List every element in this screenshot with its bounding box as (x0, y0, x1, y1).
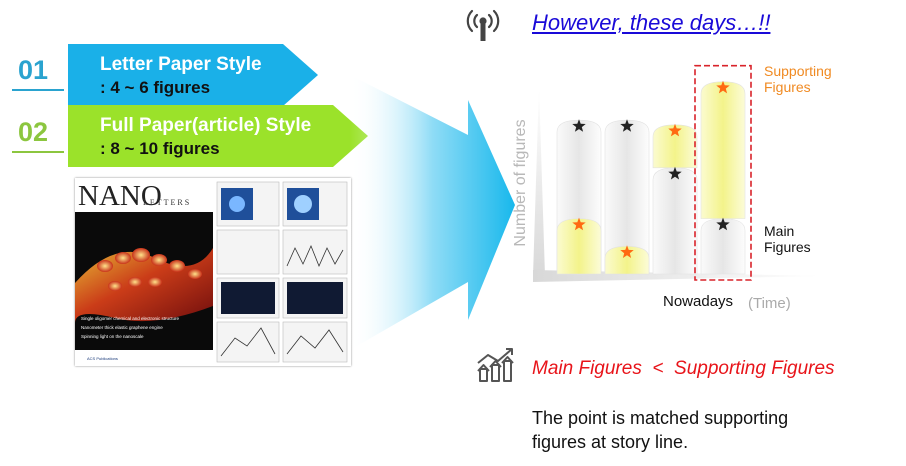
figures-chart: Number of figures Nowadays (Time) (512, 64, 825, 312)
comparison-text: Main Figures < Supporting Figures (532, 358, 835, 379)
cover-masthead: NANO (78, 180, 162, 212)
letter-style-banner: Letter Paper Style : 4 ~ 6 figures (68, 44, 318, 106)
supporting-figures-star (572, 217, 586, 231)
x-axis-label: Nowadays (663, 293, 733, 310)
journal-cover-image: NANO LETTERS Single oligomer chemical an… (75, 178, 351, 366)
full-style-banner: Full Paper(article) Style : 8 ~ 10 figur… (68, 105, 368, 167)
main-figures-star (716, 217, 730, 231)
supporting-figures-star (716, 80, 730, 94)
conclusion-text: The point is matched supporting figures … (532, 408, 789, 452)
style-number-1-underline (12, 89, 64, 91)
main-figures-star (668, 166, 682, 180)
main-figures-star (620, 119, 634, 132)
bar-main-figures (652, 167, 698, 275)
x-axis-time-label: (Time) (748, 295, 791, 312)
style-number-2: 02 (18, 117, 49, 147)
style-number-2-underline (12, 151, 64, 153)
supporting-figures-star (668, 123, 682, 137)
full-style-figures: : 8 ~ 10 figures (100, 139, 220, 158)
journal-cover-graphic: NANO LETTERS Single oligomer chemical an… (75, 178, 348, 366)
growth-chart-icon (477, 348, 514, 382)
y-axis-label: Number of figures (512, 119, 529, 246)
highlight-box (694, 64, 752, 281)
transition-arrow (350, 75, 515, 350)
full-style-title: Full Paper(article) Style (100, 115, 312, 136)
style-number-1: 01 (18, 55, 49, 85)
main-figures-star (572, 119, 586, 132)
letter-style-figures: : 4 ~ 6 figures (100, 78, 211, 97)
cover-masthead-suffix: LETTERS (143, 198, 191, 207)
heading-text: However, these days…!! (532, 10, 771, 35)
legend-supporting-figures: Supporting Figures (764, 63, 832, 95)
cover-line-1: Single oligomer chemical and electronic … (81, 316, 180, 321)
banner-arrow-shape (68, 105, 368, 167)
signal-antenna-icon (466, 9, 500, 41)
banner-arrow-shape (68, 44, 318, 106)
letter-style-title: Letter Paper Style (100, 54, 262, 75)
supporting-figures-star (620, 245, 634, 258)
cover-publisher: ACS Publications (87, 356, 118, 361)
cover-line-3: Spinning light on the nanoscale (81, 334, 144, 339)
legend-main-figures: Main Figures (764, 223, 811, 255)
cover-line-2: Nanometer thick elastic graphene engine (81, 325, 163, 330)
y-axis (533, 86, 545, 276)
bar-supporting-figures (700, 81, 746, 219)
